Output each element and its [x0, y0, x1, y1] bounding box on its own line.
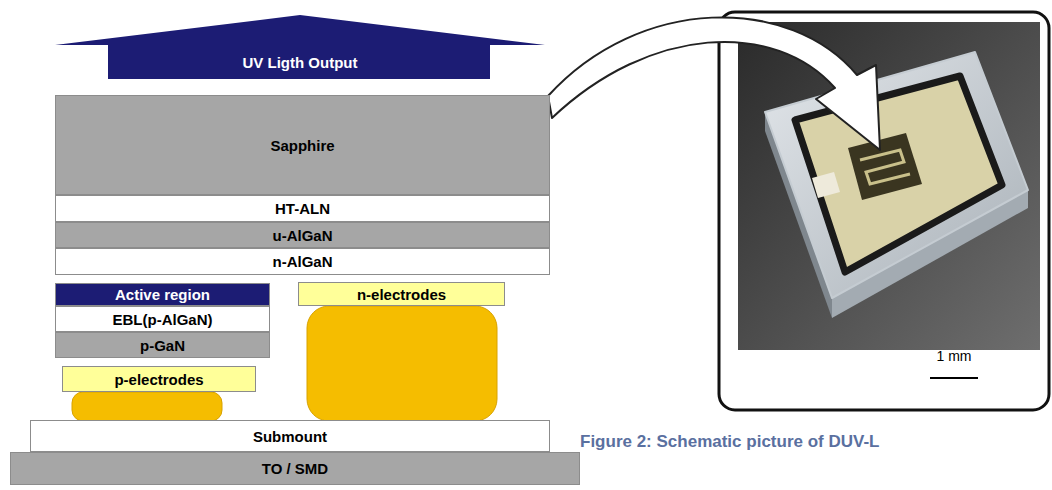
buffer-layer: HT-ALN — [55, 195, 550, 222]
package-base: TO / SMD — [10, 452, 580, 485]
layer-label: n-AlGaN — [273, 253, 333, 270]
layer-label: Active region — [115, 286, 210, 303]
layer-label: UV Ligth Output — [243, 54, 358, 71]
photo-frame — [719, 12, 1049, 410]
layer-label: Sapphire — [270, 137, 334, 154]
led-package — [765, 52, 1028, 298]
layer-label: p-GaN — [140, 337, 185, 354]
layer-label: n-electrodes — [357, 286, 446, 303]
layer-label: HT-ALN — [275, 200, 330, 217]
photo-background — [738, 22, 1040, 350]
curved-pointer-arrow — [548, 17, 880, 150]
epi-layer: EBL(p-AlGaN) — [55, 306, 270, 332]
electrode-pad: p-electrodes — [62, 366, 256, 392]
layer-label: p-electrodes — [114, 371, 203, 388]
output-arrow: UV Ligth Output — [55, 15, 545, 79]
layer-label: u-AlGaN — [273, 227, 333, 244]
submount-layer: Submount — [30, 420, 550, 452]
p-bump — [72, 392, 222, 421]
active-layer: Active region — [55, 283, 270, 306]
electrode-pad: n-electrodes — [298, 282, 505, 306]
n-bump — [307, 306, 497, 421]
epi-layer: u-AlGaN — [55, 222, 550, 248]
epi-layer: n-AlGaN — [55, 248, 550, 275]
epi-layer: p-GaN — [55, 332, 270, 358]
figure-caption: Figure 2: Schematic picture of DUV-L — [580, 432, 879, 452]
bond-pad — [812, 172, 840, 198]
led-chip — [848, 133, 922, 200]
chip-electrode — [860, 150, 910, 184]
layer-label: TO / SMD — [262, 460, 328, 477]
scale-bar — [930, 377, 978, 379]
scale-label: 1 mm — [937, 348, 972, 364]
substrate-layer: Sapphire — [55, 95, 550, 195]
layer-label: Submount — [253, 428, 327, 445]
arrow-shape — [55, 15, 545, 79]
layer-label: EBL(p-AlGaN) — [113, 311, 213, 328]
